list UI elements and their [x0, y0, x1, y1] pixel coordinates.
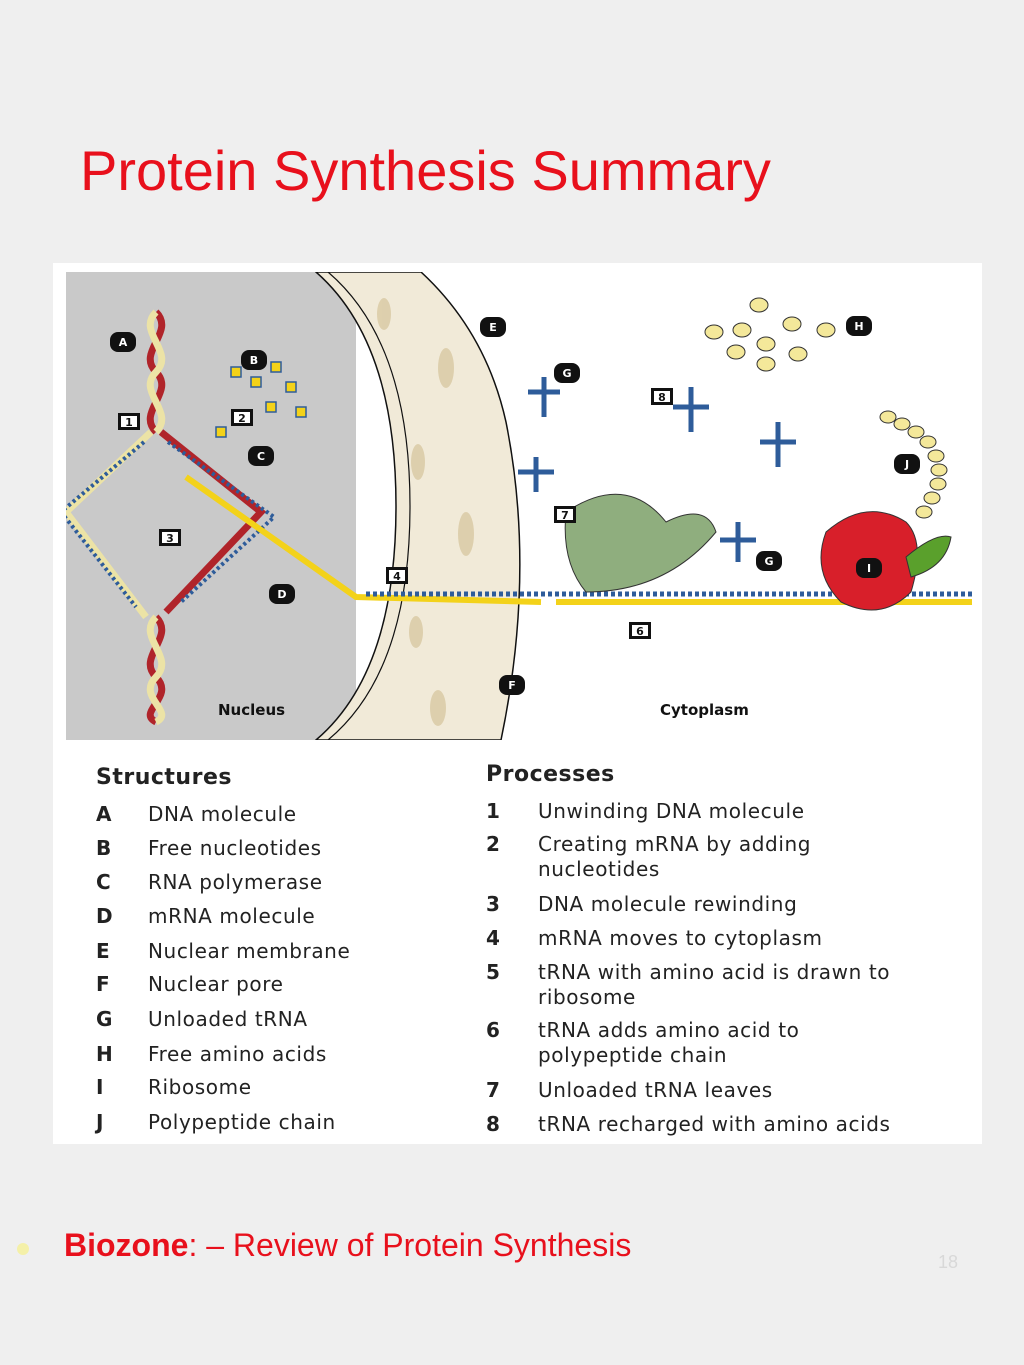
- tag-2: 2: [231, 409, 253, 426]
- source-citation: Biozone: – Review of Protein Synthesis: [64, 1227, 631, 1264]
- tag-i: I: [856, 558, 882, 578]
- source-name: Biozone: [64, 1227, 189, 1263]
- tag-f: F: [499, 675, 525, 695]
- svg-text:J: J: [904, 458, 909, 471]
- svg-text:F: F: [508, 679, 516, 692]
- page-number: 18: [938, 1252, 959, 1272]
- figure-panel: A B C D E F G G H I J 1 2 3 4 5 6 7 8 Nu…: [53, 263, 982, 1144]
- free-nucleotides: [215, 361, 307, 438]
- tag-4: 4: [386, 567, 408, 584]
- svg-text:H: H: [854, 320, 863, 333]
- nuclear-membrane-inner: [327, 272, 411, 740]
- svg-text:A: A: [119, 336, 128, 349]
- ribosome-small: [564, 493, 717, 593]
- svg-text:E: E: [489, 321, 497, 334]
- tag-h: H: [846, 316, 872, 336]
- dna-molecule: [66, 309, 278, 726]
- tag-6: 6: [629, 622, 651, 639]
- svg-text:4: 4: [393, 570, 401, 583]
- number-tags: 1 2 3 4 5 6 7 8: [118, 388, 773, 639]
- slide-title: Protein Synthesis Summary: [80, 139, 771, 202]
- svg-text:D: D: [277, 588, 286, 601]
- tag-c: C: [248, 446, 274, 466]
- svg-text:C: C: [257, 450, 265, 463]
- tag-b: B: [241, 350, 267, 370]
- nucleus-label: Nucleus: [218, 701, 285, 719]
- nuclear-membrane: [314, 272, 521, 740]
- protein-synthesis-diagram: A B C D E F G G H I J 1 2 3 4 5 6 7 8 Nu…: [66, 272, 972, 740]
- nucleus-region: [66, 272, 356, 740]
- svg-text:I: I: [867, 562, 871, 575]
- free-amino-acids: [704, 297, 836, 372]
- letter-tags: A B C D E F G G H I J: [110, 316, 920, 695]
- tag-3: 3: [159, 529, 181, 546]
- tag-g-1: G: [554, 363, 580, 383]
- trna-molecules: [518, 377, 796, 577]
- svg-text:8: 8: [658, 391, 666, 404]
- svg-text:1: 1: [125, 416, 133, 429]
- tag-1: 1: [118, 413, 140, 430]
- svg-text:G: G: [764, 555, 773, 568]
- source-text: : – Review of Protein Synthesis: [188, 1227, 632, 1263]
- tag-a: A: [110, 332, 136, 352]
- svg-text:B: B: [250, 354, 258, 367]
- structures-title: Structures: [96, 765, 232, 790]
- svg-text:6: 6: [636, 625, 644, 638]
- ribosome-green-subunit: [905, 535, 952, 578]
- mrna-strand: [184, 474, 542, 605]
- tag-g-2: G: [756, 551, 782, 571]
- membrane-spots: [377, 298, 474, 726]
- tag-e: E: [480, 317, 506, 337]
- tag-j: J: [894, 454, 920, 474]
- bullet-dot: [17, 1243, 29, 1255]
- tag-5: 5: [765, 555, 773, 568]
- svg-text:3: 3: [166, 532, 174, 545]
- svg-text:G: G: [562, 367, 571, 380]
- svg-text:7: 7: [561, 509, 569, 522]
- cytoplasm-label: Cytoplasm: [660, 701, 749, 719]
- svg-text:2: 2: [238, 412, 246, 425]
- polypeptide-chain: [879, 410, 948, 519]
- tag-7: 7: [554, 506, 576, 523]
- processes-title: Processes: [486, 762, 615, 787]
- tag-d: D: [269, 584, 295, 604]
- tag-8: 8: [651, 388, 673, 405]
